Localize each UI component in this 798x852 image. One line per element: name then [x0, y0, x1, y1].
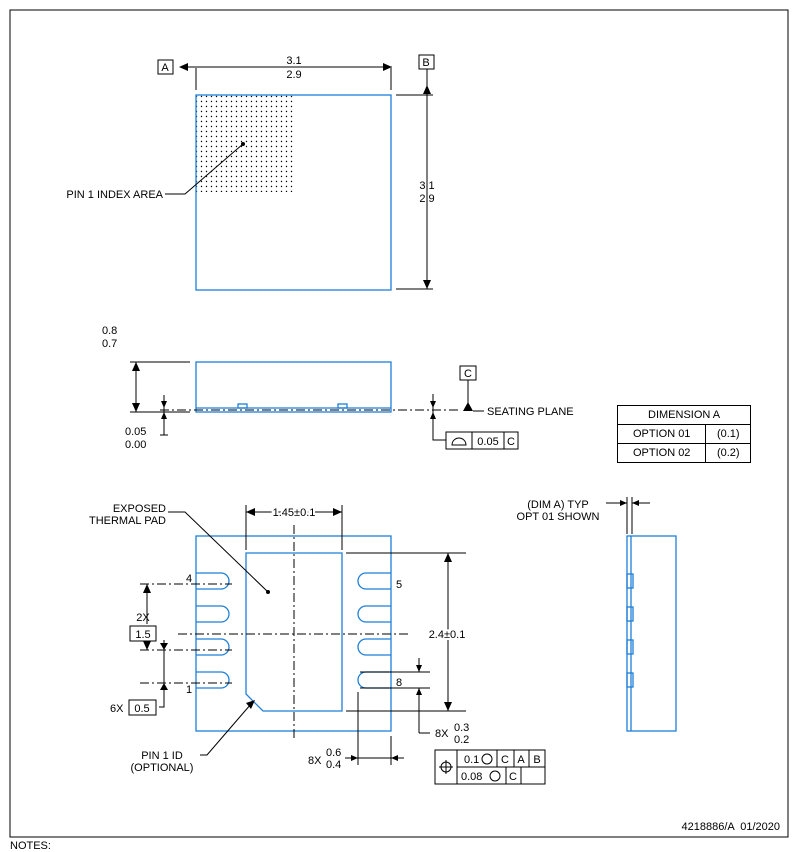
datum-a-label: A — [161, 62, 169, 74]
pitch-0.5-box — [128, 699, 157, 716]
lead-6 — [357, 605, 391, 623]
end-view-label-1: (DIM A) TYP — [527, 499, 589, 511]
package-body-top — [195, 94, 392, 291]
top-width-max: 3.1 — [286, 55, 301, 67]
flatness-value: 0.05 — [477, 436, 498, 448]
pitch6-count: 6X — [110, 703, 124, 715]
dimension-a-table: DIMENSION A OPTION 01 (0.1) OPTION 02 (0… — [616, 405, 752, 463]
bottom-view — [128, 505, 546, 785]
standoff-min: 0.00 — [125, 439, 146, 451]
lead-4 — [196, 572, 230, 590]
pitch-1.5-box — [129, 625, 157, 642]
pad-width-dim: 1.45±0.1 — [273, 507, 316, 519]
lead-width-count: 8X — [435, 728, 449, 740]
datum-c-label: C — [464, 368, 472, 380]
fcf-row1-tol: 0.1 — [464, 754, 479, 766]
pitch-value: 1.5 — [135, 629, 150, 641]
lead-len-min: 0.4 — [326, 759, 341, 771]
fcf-row1-datum-3: B — [533, 754, 540, 766]
pitch6-value: 0.5 — [134, 703, 149, 715]
lead-7 — [357, 638, 391, 656]
thermal-pad — [245, 552, 343, 712]
drawing-frame — [9, 9, 789, 838]
top-height-max: 3.1 — [419, 180, 434, 192]
lead-width-max: 0.3 — [454, 722, 469, 734]
seating-plane-label: SEATING PLANE — [487, 406, 574, 418]
lead-5 — [357, 572, 391, 590]
datum-a-box — [157, 59, 174, 75]
lead-2 — [196, 638, 230, 656]
pin-1-label: 1 — [186, 684, 192, 696]
lead-len-count: 8X — [308, 755, 322, 767]
pin1-id-label-1: PIN 1 ID — [141, 750, 183, 762]
lead-3 — [196, 605, 230, 623]
drawing-number: 4218886/A 01/2020 — [682, 821, 780, 833]
flatness-datum: C — [507, 436, 515, 448]
notes-heading: NOTES: — [10, 840, 51, 852]
end-view — [606, 497, 677, 732]
lead-width-min: 0.2 — [454, 734, 469, 746]
pad-length-dim: 2.4±0.1 — [429, 629, 466, 641]
dimension-table-header: DIMENSION A — [616, 405, 752, 425]
fcf-row1-datum-1: C — [501, 754, 509, 766]
exposed-pad-label-2: THERMAL PAD — [89, 515, 166, 527]
dimension-value-2: (0.2) — [705, 443, 752, 463]
side-view — [130, 361, 519, 450]
datum-b-label: B — [422, 57, 429, 69]
pin-4-label: 4 — [186, 573, 192, 585]
pitch-count: 2X — [136, 612, 150, 624]
pin1-index-label: PIN 1 INDEX AREA — [66, 189, 163, 201]
standoff-max: 0.05 — [125, 426, 146, 438]
end-view-label-2: OPT 01 SHOWN — [517, 511, 600, 523]
side-height-min: 0.7 — [102, 338, 117, 350]
dimension-option-2: OPTION 02 — [616, 443, 707, 463]
side-height-max: 0.8 — [102, 325, 117, 337]
dimension-option-1: OPTION 01 — [616, 424, 707, 444]
lead-1 — [196, 671, 230, 689]
fcf-row1-datum-2: A — [517, 754, 525, 766]
top-width-min: 2.9 — [286, 69, 301, 81]
datum-c-box — [459, 365, 477, 381]
lead-len-max: 0.6 — [326, 747, 341, 759]
package-body-side — [195, 361, 392, 413]
pin-5-label: 5 — [396, 579, 402, 591]
exposed-pad-label-1: EXPOSED — [113, 503, 166, 515]
flatness-fcf — [445, 431, 519, 450]
pin1-index-area — [196, 95, 295, 192]
pin-8-label: 8 — [396, 677, 402, 689]
top-view — [157, 54, 435, 291]
lead-8 — [357, 671, 391, 689]
top-height-min: 2.9 — [419, 193, 434, 205]
fcf-row2-datum: C — [509, 771, 517, 783]
pin1-id-label-2: (OPTIONAL) — [131, 762, 194, 774]
fcf-row2-tol: 0.08 — [461, 771, 482, 783]
dimension-value-1: (0.1) — [705, 424, 752, 444]
package-body-end — [626, 535, 677, 732]
